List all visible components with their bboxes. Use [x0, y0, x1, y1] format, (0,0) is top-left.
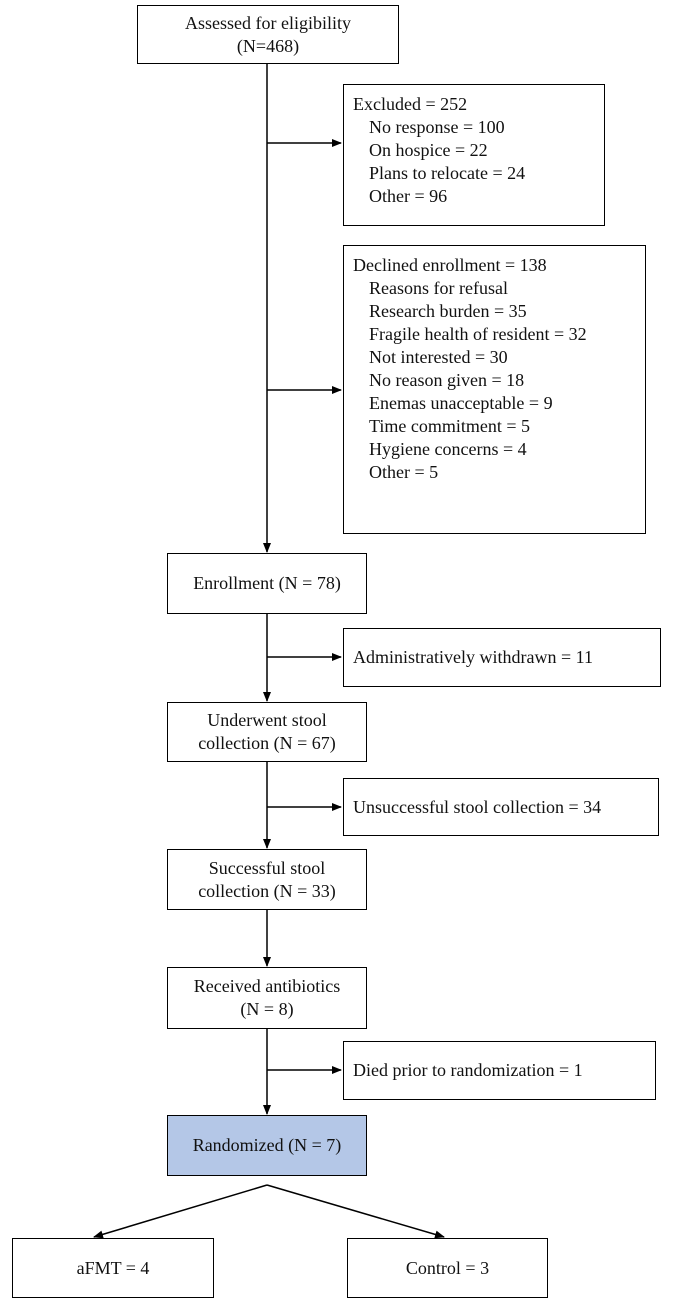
withdrawn-box: Administratively withdrawn = 11: [343, 628, 661, 687]
enrollment-box: Enrollment (N = 78): [167, 553, 367, 614]
declined-item: Research burden = 35: [369, 301, 527, 321]
declined-item: Not interested = 30: [369, 347, 508, 367]
afmt-box: aFMT = 4: [12, 1238, 214, 1298]
declined-title: Declined enrollment = 138: [353, 255, 547, 275]
successful-line-2: collection (N = 33): [198, 880, 336, 901]
arrow-to-afmt: [93, 1184, 268, 1239]
stool-line-2: collection (N = 67): [198, 733, 336, 753]
arrow-to-control: [266, 1184, 445, 1239]
enrollment-label: Enrollment (N = 78): [193, 573, 341, 593]
declined-box: Declined enrollment = 138 Reasons for re…: [343, 245, 646, 534]
stool-line-1: Underwent stool: [207, 710, 327, 730]
died-box: Died prior to randomization = 1: [343, 1041, 656, 1100]
declined-item: Other = 5: [369, 462, 439, 482]
control-label: Control = 3: [405, 1257, 490, 1278]
unsuccessful-box: Unsuccessful stool collection = 34: [343, 778, 659, 836]
declined-item: Fragile health of resident = 32: [369, 324, 587, 344]
randomized-box: Randomized (N = 7): [167, 1115, 367, 1176]
declined-item: No reason given = 18: [369, 370, 525, 390]
afmt-label: aFMT = 4: [76, 1257, 150, 1278]
died-label: Died prior to randomization = 1: [353, 1060, 583, 1080]
excluded-item: Plans to relocate = 24: [369, 163, 526, 183]
successful-line-1: Successful stool: [208, 857, 326, 878]
excluded-box: Excluded = 252 No response = 100 On hosp…: [343, 84, 605, 226]
randomized-label: Randomized (N = 7): [192, 1135, 342, 1155]
antibiotics-box: Received antibiotics (N = 8): [167, 967, 367, 1029]
declined-item: Reasons for refusal: [369, 278, 508, 298]
declined-item: Hygiene concerns = 4: [369, 439, 527, 459]
declined-item: Enemas unacceptable = 9: [369, 393, 553, 413]
assessed-line-2: (N=468): [236, 35, 300, 56]
excluded-item: On hospice = 22: [369, 140, 488, 160]
assessed-box: Assessed for eligibility (N=468): [137, 5, 399, 64]
control-box: Control = 3: [347, 1238, 548, 1298]
excluded-item: No response = 100: [369, 117, 505, 137]
declined-item: Time commitment = 5: [369, 416, 530, 436]
unsuccessful-label: Unsuccessful stool collection = 34: [353, 796, 602, 817]
antibiotics-line-2: (N = 8): [240, 999, 294, 1019]
excluded-title: Excluded = 252: [353, 94, 468, 114]
antibiotics-line-1: Received antibiotics: [193, 976, 341, 996]
excluded-item: Other = 96: [369, 186, 448, 206]
assessed-line-1: Assessed for eligibility: [185, 12, 351, 33]
stool-collection-box: Underwent stool collection (N = 67): [167, 702, 367, 762]
successful-box: Successful stool collection (N = 33): [167, 849, 367, 910]
withdrawn-label: Administratively withdrawn = 11: [353, 647, 593, 667]
